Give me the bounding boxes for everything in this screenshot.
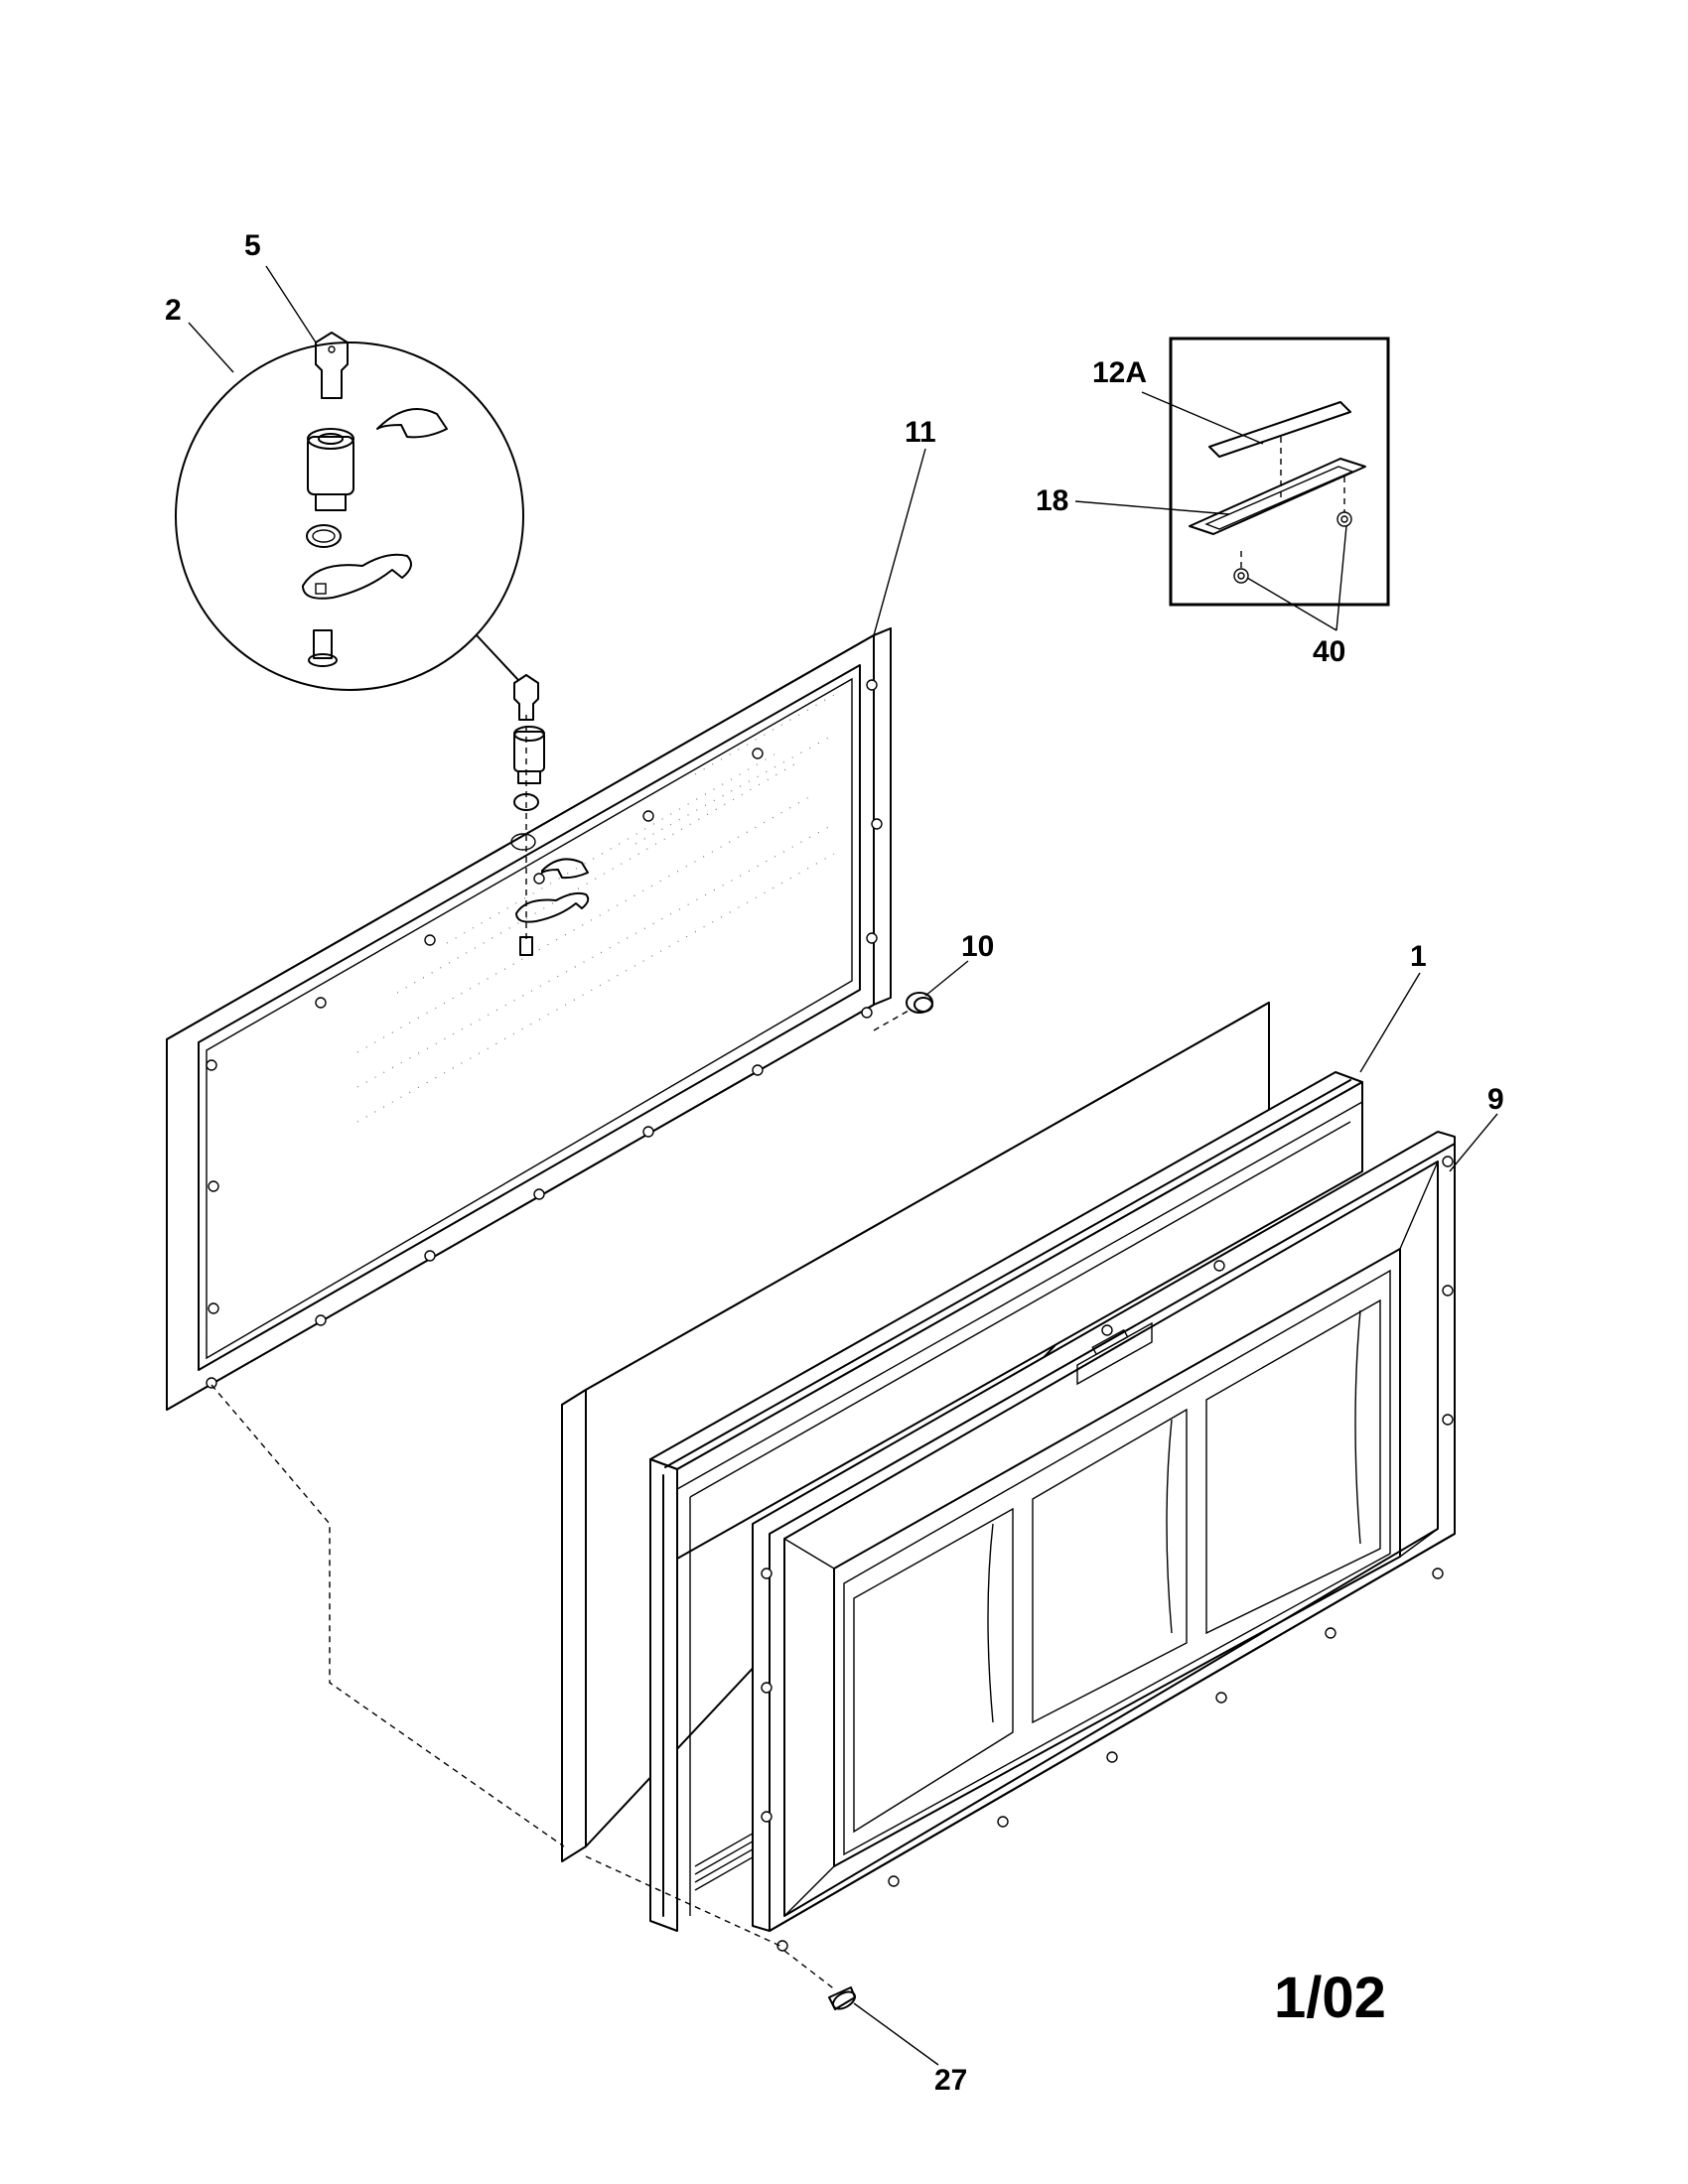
part-27-screw — [783, 1950, 856, 2010]
callout-40: 40 — [1313, 635, 1345, 668]
callout-11: 11 — [905, 416, 936, 449]
part-9-outer-door-panel — [752, 1131, 1456, 1952]
part-11-liner-frame — [166, 627, 892, 1411]
callout-27: 27 — [934, 2064, 967, 2097]
part-10-bumper — [873, 992, 933, 1031]
callout-18: 18 — [1036, 484, 1068, 517]
callout-5: 5 — [244, 229, 261, 262]
alignment-dash-lines — [211, 1384, 785, 1949]
part-1-gasket-frame — [649, 1071, 1363, 1932]
callout-1: 1 — [1410, 940, 1427, 973]
page-code: 1/02 — [1274, 1966, 1386, 2030]
callout-9: 9 — [1487, 1083, 1504, 1116]
part-2-lock-assembly-detail — [175, 332, 524, 691]
callout-2: 2 — [165, 294, 182, 327]
leader-lines — [188, 265, 1498, 2066]
handle-detail-inset — [1169, 337, 1390, 607]
callout-10: 10 — [961, 930, 994, 963]
callout-labels: 5 2 11 12A 18 40 10 1 9 27 1/02 — [165, 229, 1504, 2097]
lock-parts-installed — [510, 674, 590, 956]
callout-12a: 12A — [1092, 356, 1147, 389]
